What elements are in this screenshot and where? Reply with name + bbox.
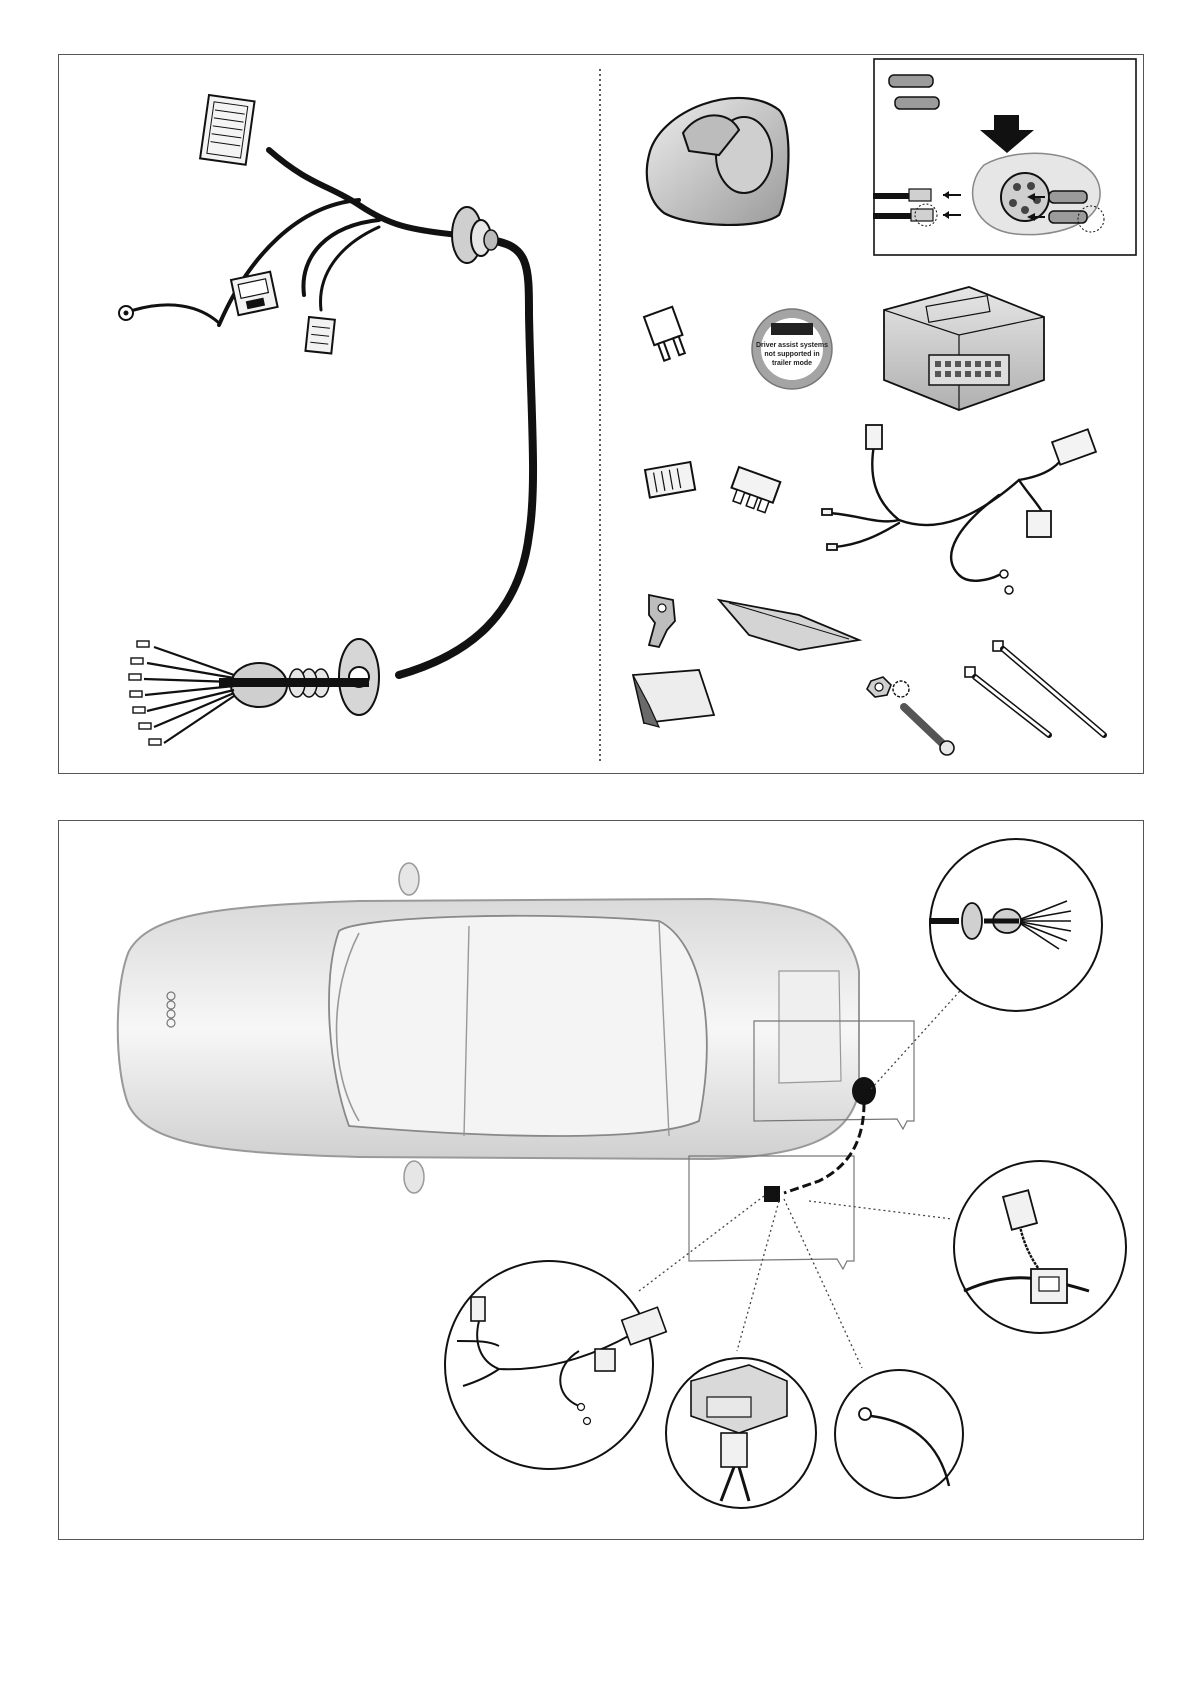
harness-plug-connector-icon bbox=[231, 272, 278, 316]
tow-socket-position-icon bbox=[852, 1077, 876, 1105]
installation-overview-panel bbox=[58, 820, 1144, 1540]
connector-housing-icon bbox=[645, 462, 695, 498]
instruction-leaflet-icon bbox=[719, 600, 859, 650]
trailer-control-module-icon bbox=[884, 287, 1044, 410]
trunk-detail-box bbox=[689, 1156, 854, 1269]
sticker-text-line-1: Driver assist systems bbox=[756, 342, 828, 349]
adapter-plug-icon bbox=[866, 425, 882, 449]
callout-ground-terminal bbox=[835, 1370, 963, 1498]
pin-insert-diagram bbox=[873, 59, 1136, 255]
rubber-grommet-icon bbox=[452, 207, 498, 263]
harness-socket-connector-icon bbox=[305, 317, 334, 354]
callout-socket-end bbox=[929, 839, 1102, 1011]
callout-vehicle-connectors bbox=[954, 1161, 1126, 1333]
installation-overview-illustration bbox=[59, 821, 1145, 1541]
loose-wire-ends-icon bbox=[144, 647, 234, 743]
callout-control-module bbox=[666, 1358, 816, 1508]
callout-adapter-harness bbox=[445, 1261, 666, 1469]
adhesive-pad-icon bbox=[633, 670, 714, 727]
ground-ring-terminal-icon bbox=[119, 306, 133, 320]
sticker-text-line-2: not supported in bbox=[764, 351, 819, 358]
cable-ties-icon bbox=[965, 641, 1104, 735]
main-harness-connector-icon bbox=[200, 95, 254, 165]
module-position-icon bbox=[764, 1186, 780, 1202]
terminal-block-icon bbox=[727, 467, 780, 514]
adapter-ring-terminals-icon bbox=[1000, 570, 1013, 594]
tow-vehicle-icon bbox=[771, 323, 813, 335]
sticker-text-line-3: trailer mode bbox=[772, 360, 812, 367]
driver-assist-warning-sticker: Driver assist systems not supported in t… bbox=[752, 309, 832, 389]
fuse-icon bbox=[644, 307, 689, 362]
car-top-view bbox=[118, 863, 859, 1193]
adapter-socket-icon bbox=[1052, 429, 1096, 465]
trailer-socket-13-pin-icon bbox=[647, 98, 789, 225]
kit-contents-illustration: Driver assist systems not supported in t… bbox=[59, 55, 1145, 775]
adapter-connector-icon bbox=[1027, 511, 1051, 537]
screw-nut-washer-icon bbox=[867, 677, 954, 755]
mounting-bracket-icon bbox=[649, 595, 675, 647]
kit-contents-panel: Driver assist systems not supported in t… bbox=[58, 54, 1144, 774]
socket-end-seal-icon bbox=[219, 639, 379, 715]
